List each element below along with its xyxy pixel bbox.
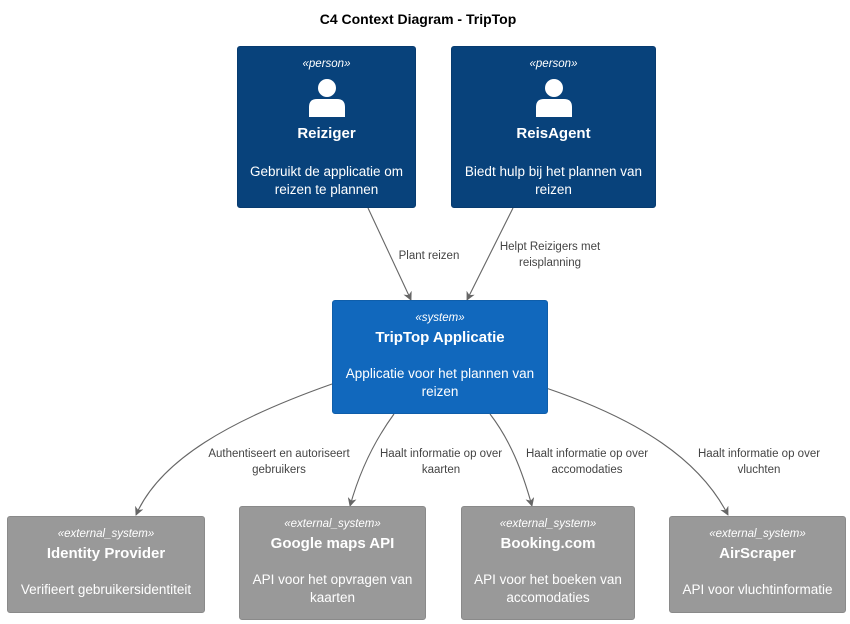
edge-label-line: reisplanning [518,257,581,269]
external-system-booking[interactable]: «external_system» Booking.com API voor h… [461,506,635,620]
node-description-line: reizen [535,182,572,197]
edge-label-accomodaties: Haalt informatie op over accomodaties [514,446,660,478]
node-description: Gebruikt de applicatie om reizen te plan… [244,163,409,199]
edge-triptop-googlemaps [347,413,395,507]
node-description: API voor het opvragen van kaarten [246,571,419,607]
node-description: API voor vluchtinformatie [676,581,839,599]
node-stereotype: «system» [415,312,465,324]
node-name: Google maps API [270,535,395,552]
node-description: API voor het boeken van accomodaties [468,571,628,607]
edge-label-line: gebruikers [252,464,306,476]
edge-reiziger-triptop [367,207,412,301]
external-system-google-maps[interactable]: «external_system» Google maps API API vo… [239,506,426,620]
node-description: Biedt hulp bij het plannen van reizen [458,163,649,199]
edge-label-authentiseert: Authentiseert en autoriseert gebruikers [198,446,360,478]
edge-label-line: Plant reizen [398,250,460,262]
node-description-line: accomodaties [506,590,590,605]
person-icon [535,79,572,117]
node-stereotype: «external_system» [499,518,597,530]
diagram-title: C4 Context Diagram - TripTop [319,11,517,27]
system-triptop[interactable]: «system» TripTop Applicatie Applicatie v… [332,300,548,414]
node-description: Applicatie voor het plannen van reizen [339,365,541,401]
node-description-line: reizen te plannen [274,182,379,197]
edge-reisagent-triptop [466,207,514,301]
node-description-line: Gebruikt de applicatie om [249,164,404,179]
edge-label-plant-reizen: Plant reizen [393,248,465,264]
node-stereotype: «external_system» [57,528,155,540]
edge-triptop-identity [135,383,333,516]
edge-label-line: kaarten [421,464,461,476]
person-icon [308,79,345,117]
edge-label-line: Haalt informatie op over [525,448,649,460]
edge-label-line: Haalt informatie op over [697,448,821,460]
node-description: Verifieert gebruikersidentiteit [14,581,198,599]
node-name: TripTop Applicatie [375,329,505,346]
node-stereotype: «person» [529,58,578,70]
edge-label-kaarten: Haalt informatie op over kaarten [368,446,514,478]
edge-label-line: Authentiseert en autoriseert [208,448,350,460]
node-stereotype: «external_system» [284,518,381,530]
edge-label-line: vluchten [737,464,781,476]
node-description-line: Biedt hulp bij het plannen van [464,164,643,179]
node-name: ReisAgent [516,125,591,142]
node-name: Booking.com [500,535,596,552]
edge-label-line: Helpt Reizigers met [499,241,601,253]
node-description-line: Applicatie voor het plannen van [345,366,535,381]
node-description-line: API voor vluchtinformatie [682,582,833,597]
node-stereotype: «external_system» [709,528,806,540]
edge-triptop-airscraper [545,387,729,516]
external-system-airscraper[interactable]: «external_system» AirScraper API voor vl… [669,516,846,613]
node-description-line: reizen [421,384,459,399]
edge-label-line: accomodaties [551,464,623,476]
node-stereotype: «person» [302,58,351,70]
node-description-line: API voor het boeken van [474,572,622,587]
node-name: AirScraper [719,545,796,562]
node-description-line: Verifieert gebruikersidentiteit [20,582,192,597]
node-description-line: API voor het opvragen van [252,572,413,587]
node-name: Reiziger [297,125,356,142]
node-name: Identity Provider [46,545,166,562]
node-description-line: kaarten [309,590,356,605]
edge-triptop-booking [489,413,535,507]
edge-label-helpt-reizigers: Helpt Reizigers met reisplanning [490,239,610,271]
edge-label-line: Haalt informatie op over [379,448,503,460]
person-reiziger[interactable]: «person» Reiziger Gebruikt de applicatie… [237,46,416,208]
external-system-identity-provider[interactable]: «external_system» Identity Provider Veri… [7,516,205,613]
person-reisagent[interactable]: «person» ReisAgent Biedt hulp bij het pl… [451,46,656,208]
edge-label-vluchten: Haalt informatie op over vluchten [686,446,832,478]
